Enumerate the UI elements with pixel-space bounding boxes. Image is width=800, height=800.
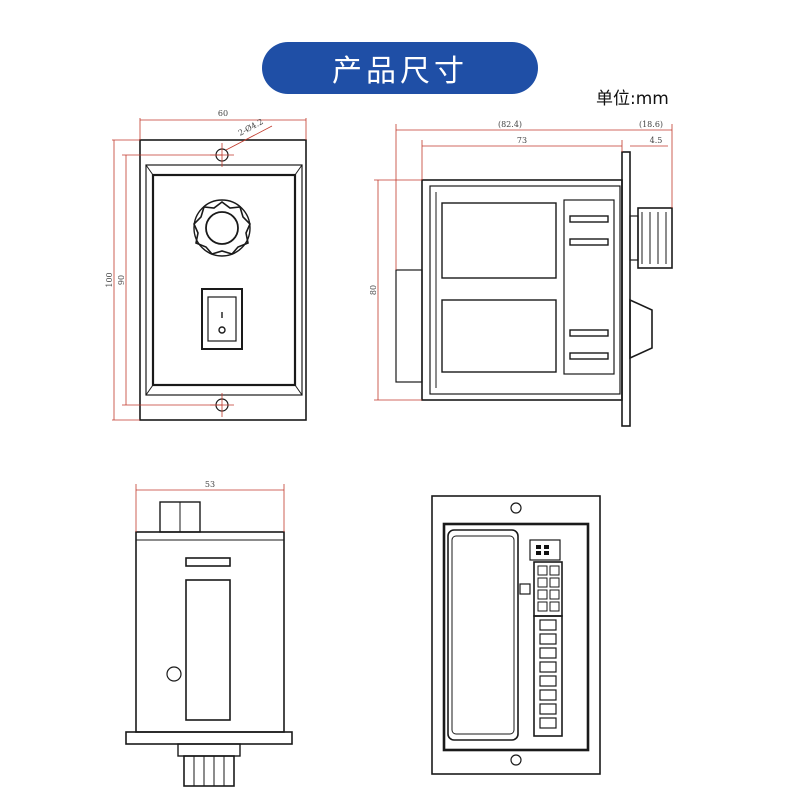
knob-icon	[193, 199, 251, 257]
dim-front-height-inner: 90	[117, 275, 126, 285]
dim-side-plate: 4.5	[650, 136, 663, 145]
dim-side-protrusion: (18.6)	[639, 120, 663, 129]
dim-front-height-outer: 100	[105, 272, 114, 287]
terminal-connector-icon	[537, 565, 560, 612]
dim-bottom-width: 53	[205, 480, 215, 489]
rear-view	[431, 495, 601, 775]
bottom-view: 53	[125, 480, 293, 787]
front-view: 60 2-Ø4.2 100 90	[105, 109, 307, 421]
unit-label: 单位:mm	[596, 89, 669, 109]
terminal-strip-icon	[539, 619, 557, 729]
dim-side-overall: (82.4)	[498, 120, 522, 129]
switch-icon	[201, 288, 243, 350]
title-banner: 产品尺寸	[262, 42, 538, 94]
dim-side-height: 80	[369, 285, 378, 295]
side-view: (82.4) (18.6) 73 4.5 80	[369, 120, 673, 427]
dim-side-body: 73	[517, 136, 527, 145]
dim-front-width: 60	[218, 109, 228, 118]
